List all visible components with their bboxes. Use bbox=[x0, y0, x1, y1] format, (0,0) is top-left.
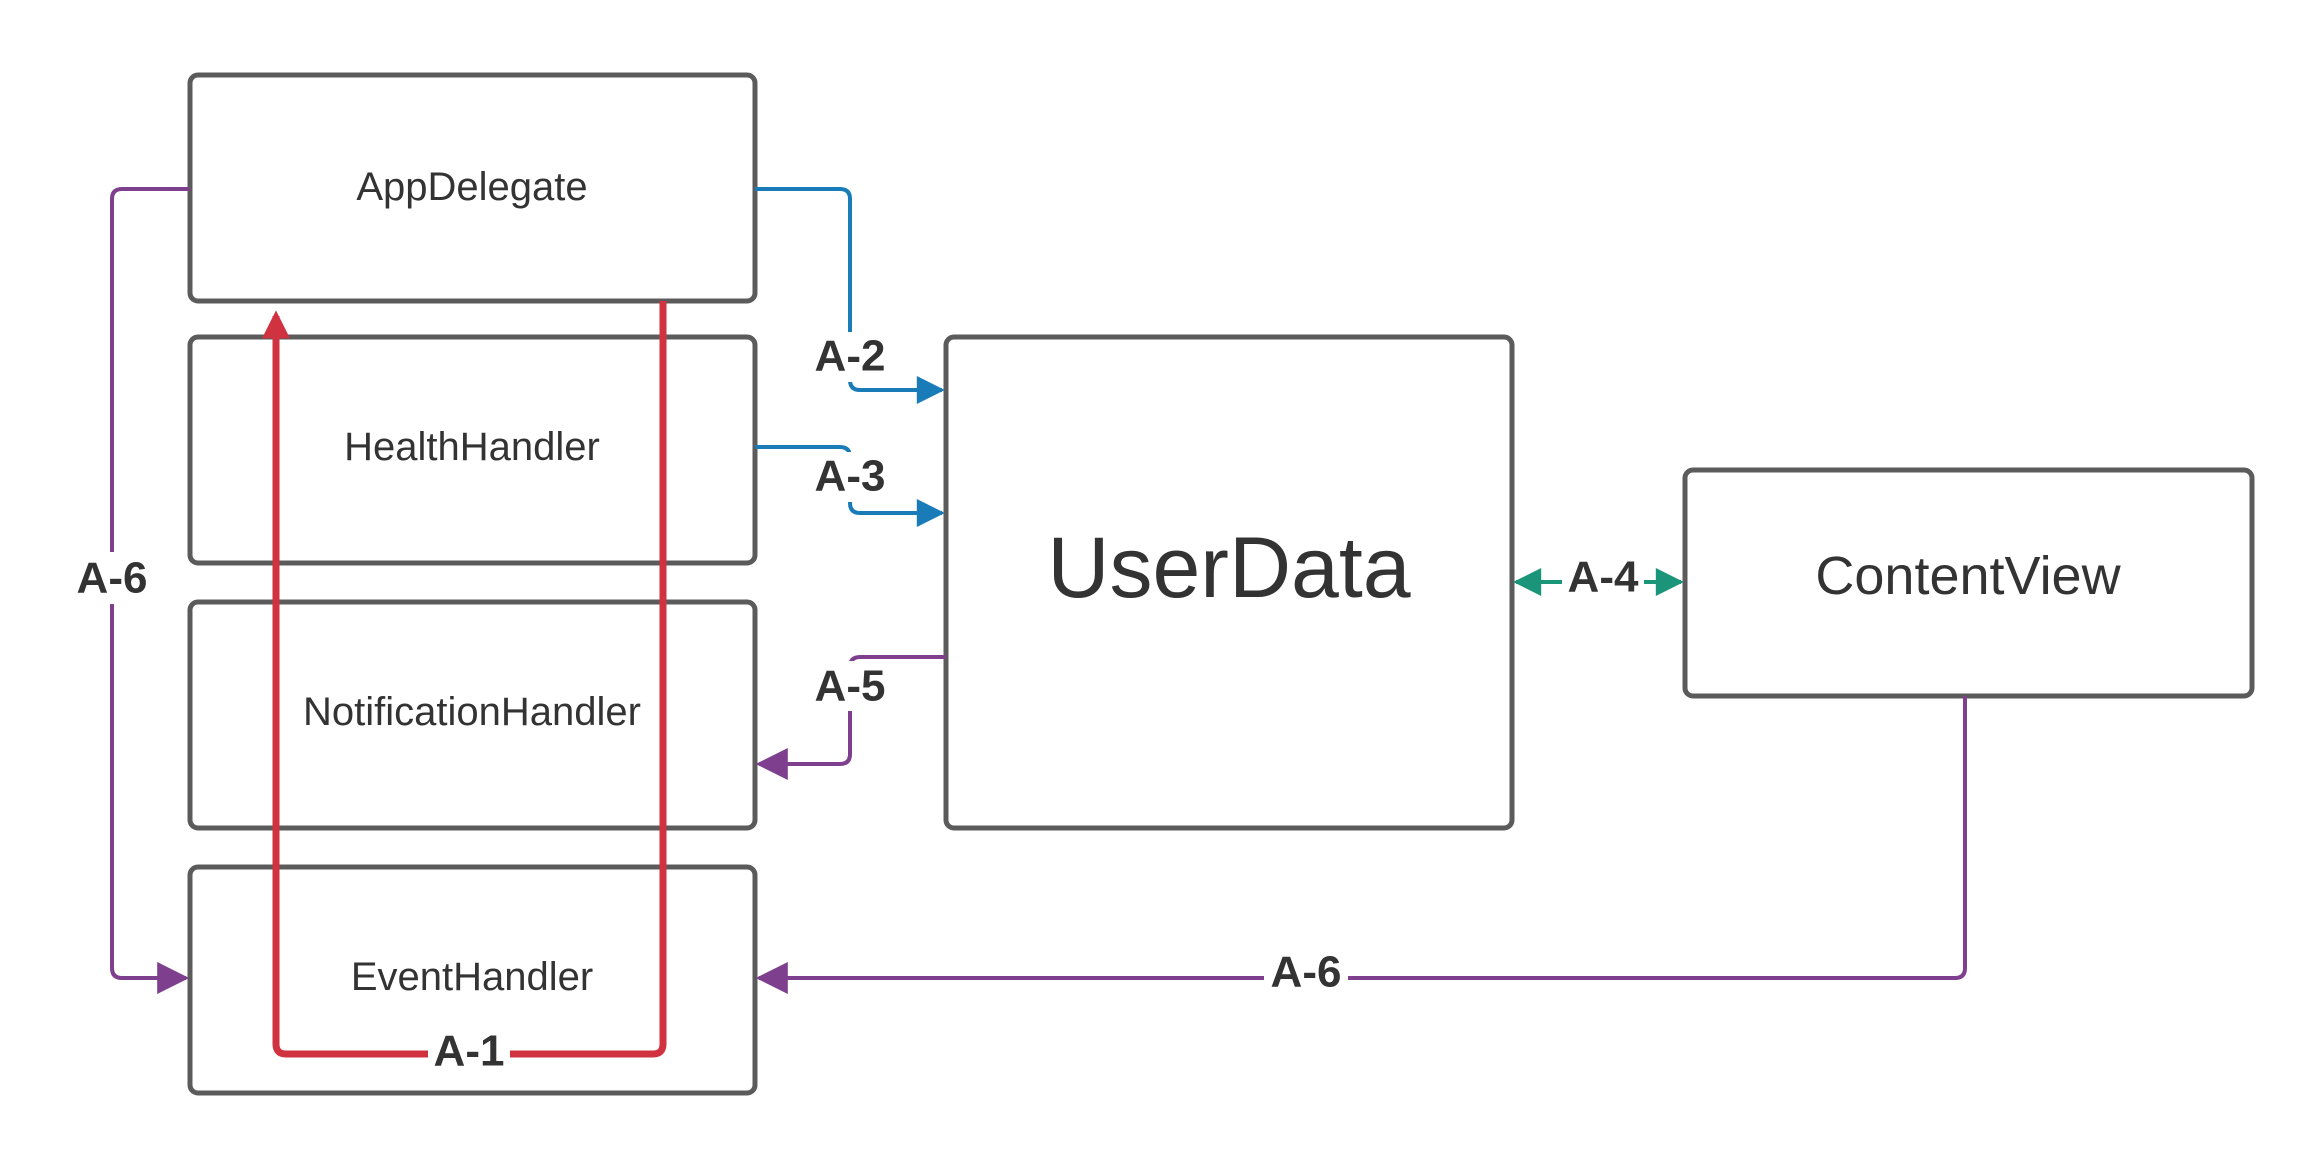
notification-handler-label: NotificationHandler bbox=[303, 690, 641, 734]
edge-a2-label: A-2 bbox=[815, 332, 886, 381]
edge-a6-bottom-label-bg bbox=[1264, 949, 1348, 1003]
event-handler-box bbox=[187, 864, 758, 1096]
edge-a6-bottom-label: A-6 bbox=[1271, 948, 1342, 997]
notification-handler-box bbox=[187, 599, 758, 831]
edge-a6-left-label: A-6 bbox=[77, 554, 148, 603]
health-handler-box bbox=[187, 334, 758, 566]
edge-a1-label-bg bbox=[428, 1028, 510, 1080]
node-health-handler: HealthHandler bbox=[187, 334, 758, 566]
health-handler-label: HealthHandler bbox=[344, 425, 600, 469]
edge-a2-line bbox=[755, 187, 945, 404]
edge-a6-left-label-bg bbox=[70, 552, 154, 604]
edge-a6-bottom-line bbox=[755, 696, 1967, 994]
content-view-label: ContentView bbox=[1815, 546, 2121, 606]
edge-a4-label: A-4 bbox=[1568, 553, 1639, 602]
edge-a1-label: A-1 bbox=[434, 1027, 505, 1076]
edge-a5-label: A-5 bbox=[815, 662, 886, 711]
node-app-delegate: AppDelegate bbox=[187, 72, 758, 304]
node-user-data: UserData bbox=[943, 334, 1515, 831]
edge-a4-label-bg bbox=[1562, 557, 1644, 607]
user-data-box bbox=[943, 334, 1515, 831]
user-data-label: UserData bbox=[1047, 520, 1410, 616]
edge-a3-label: A-3 bbox=[815, 452, 886, 501]
node-notification-handler: NotificationHandler bbox=[187, 599, 758, 831]
edge-a3-label-bg bbox=[808, 452, 892, 502]
app-delegate-label: AppDelegate bbox=[356, 165, 587, 209]
node-event-handler: EventHandler bbox=[187, 864, 758, 1096]
content-view-box bbox=[1682, 467, 2255, 699]
edge-a5-label-bg bbox=[808, 661, 892, 711]
event-handler-label: EventHandler bbox=[351, 955, 593, 999]
node-content-view: ContentView bbox=[1682, 467, 2255, 699]
edge-a2-label-bg bbox=[808, 332, 892, 382]
